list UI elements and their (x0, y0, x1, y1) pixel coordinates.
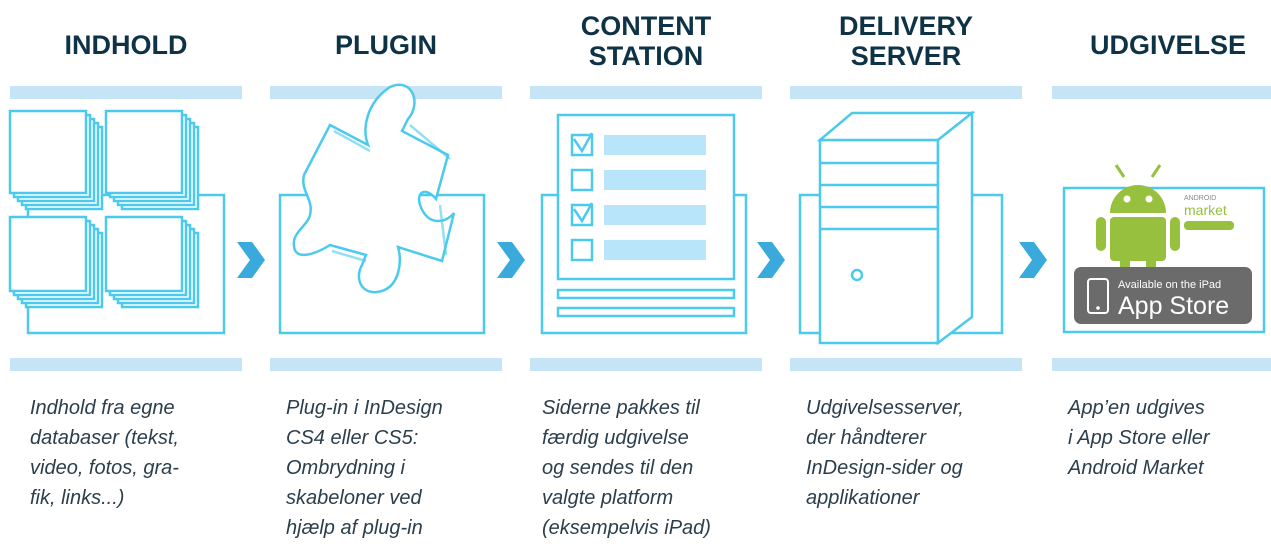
column-udgivelse: UDGIVELSE ANDROID market Available on th… (1052, 0, 1271, 547)
page-stack (8, 109, 104, 211)
checklist-icon (540, 113, 748, 335)
server-tower-icon (798, 110, 1004, 346)
bottom-bar (270, 358, 502, 371)
column-indhold: INDHOLD (8, 0, 242, 547)
page-stack (104, 109, 200, 211)
column-content-station: CONTENT STATION Siderne pakkes til færdi… (530, 0, 762, 547)
android-label: ANDROID (1184, 195, 1216, 202)
ipad-icon (1087, 278, 1109, 314)
column-description: Siderne pakkes til færdig udgivelse og s… (542, 397, 711, 539)
stacked-pages-icon (8, 109, 226, 335)
top-bar (530, 86, 762, 99)
chevron-right-icon (1019, 242, 1047, 278)
bottom-bar (1052, 358, 1271, 371)
page-stack (104, 215, 200, 309)
app-store-small-text: Available on the iPad (1118, 279, 1221, 291)
android-robot-icon (1096, 164, 1180, 271)
checkbox-checked-icon (570, 202, 594, 227)
top-bar (790, 86, 1022, 99)
bottom-bar (530, 358, 762, 371)
column-description: Plug-in i InDesign CS4 eller CS5: Ombryd… (286, 397, 443, 539)
app-store-big-text: App Store (1118, 292, 1229, 320)
market-underline (1184, 221, 1234, 230)
column-description: Indhold fra egne databaser (tekst, video… (30, 397, 179, 509)
column-title: UDGIVELSE (1089, 30, 1247, 60)
bottom-bar (10, 358, 242, 371)
checkbox-empty-icon (570, 238, 594, 262)
top-bar (10, 86, 242, 99)
column-title: INDHOLD (64, 30, 188, 60)
column-title: CONTENT STATION (580, 11, 712, 71)
chevron-right-icon (757, 242, 785, 278)
checkbox-empty-icon (570, 168, 594, 192)
column-delivery-server: DELIVERY SERVER Udgivelsesserver, der hå… (790, 0, 1022, 547)
market-label: market (1184, 202, 1227, 218)
column-title: PLUGIN (334, 30, 437, 60)
top-bar (1052, 86, 1271, 99)
page-stack (8, 215, 104, 309)
app-store-badge (1074, 267, 1252, 324)
app-stores-icon: ANDROID market Available on the iPad App… (1062, 164, 1266, 334)
chevron-right-icon (237, 242, 265, 278)
bottom-bar (790, 358, 1022, 371)
column-description: Udgivelsesserver, der håndterer InDesign… (806, 397, 964, 509)
column-plugin: PLUGIN Plug-in i InDesign CS4 eller CS5:… (270, 0, 502, 547)
checkbox-checked-icon (570, 132, 594, 157)
chevron-right-icon (497, 242, 525, 278)
column-title: DELIVERY SERVER (838, 11, 974, 71)
column-description: App’en udgives i App Store eller Android… (1068, 397, 1210, 479)
puzzle-piece-icon (278, 83, 486, 335)
